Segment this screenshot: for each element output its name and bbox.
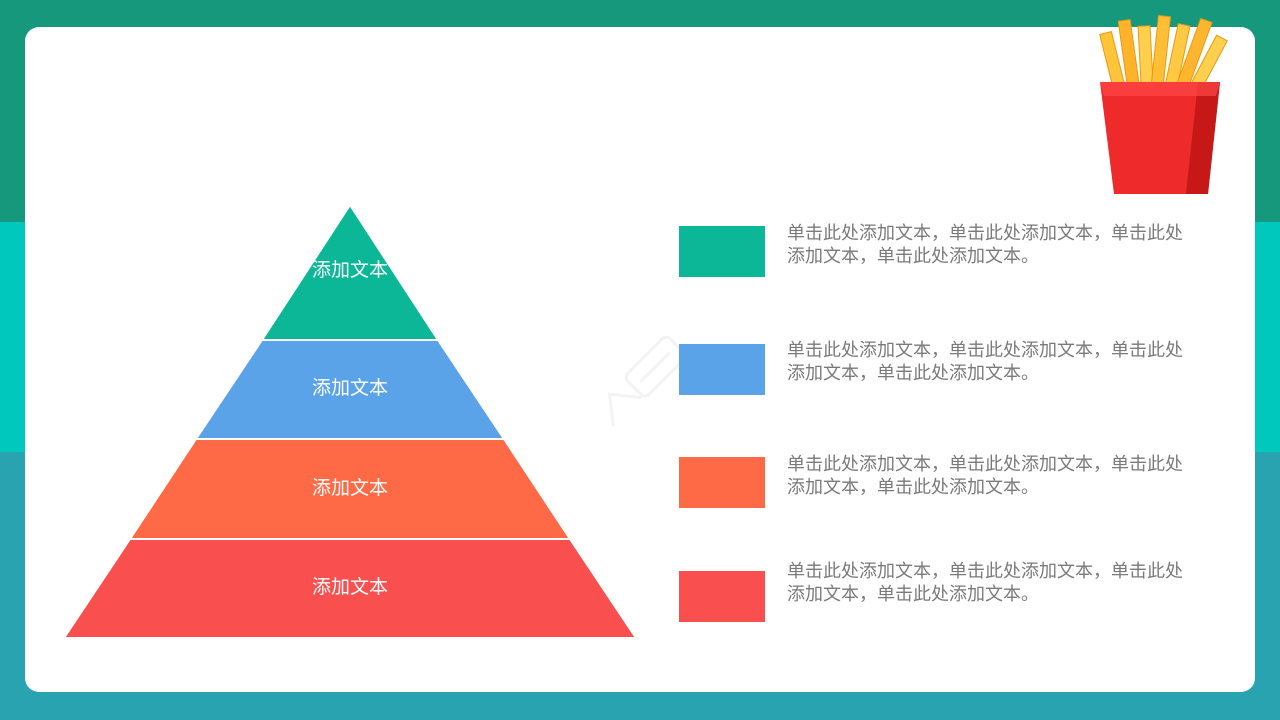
legend-text-3: 单击此处添加文本，单击此处添加文本，单击此处 添加文本，单击此处添加文本。 bbox=[787, 453, 1227, 499]
pyramid-tier-4[interactable] bbox=[62, 538, 638, 639]
pyramid-tier-4-label: 添加文本 bbox=[312, 576, 388, 598]
legend-text-2-line1: 单击此处添加文本，单击此处添加文本，单击此处 bbox=[787, 340, 1183, 361]
legend-text-4-line1: 单击此处添加文本，单击此处添加文本，单击此处 bbox=[787, 561, 1183, 582]
legend-text-2-line2: 添加文本，单击此处添加文本。 bbox=[787, 363, 1039, 384]
legend-text-1: 单击此处添加文本，单击此处添加文本，单击此处 添加文本，单击此处添加文本。 bbox=[787, 222, 1227, 268]
legend-swatch-4 bbox=[679, 571, 765, 622]
pyramid-tier-3-label: 添加文本 bbox=[312, 477, 388, 499]
legend-text-3-line2: 添加文本，单击此处添加文本。 bbox=[787, 477, 1039, 498]
legend-swatch-1 bbox=[679, 226, 765, 277]
pyramid-diagram: 添加文本 添加文本 添加文本 添加文本 bbox=[62, 203, 638, 639]
content-card: 添加文本 添加文本 添加文本 添加文本 单击此处添加文本，单击此处添加文本，单击… bbox=[25, 27, 1255, 692]
legend-text-1-line1: 单击此处添加文本，单击此处添加文本，单击此处 bbox=[787, 223, 1183, 244]
legend-text-4: 单击此处添加文本，单击此处添加文本，单击此处 添加文本，单击此处添加文本。 bbox=[787, 560, 1227, 606]
pyramid-tier-1-label: 添加文本 bbox=[312, 259, 388, 281]
legend-text-1-line2: 添加文本，单击此处添加文本。 bbox=[787, 246, 1039, 267]
pyramid-tier-2-label: 添加文本 bbox=[312, 377, 388, 399]
french-fries-icon bbox=[1099, 15, 1228, 194]
legend-swatch-2 bbox=[679, 344, 765, 395]
legend-text-3-line1: 单击此处添加文本，单击此处添加文本，单击此处 bbox=[787, 454, 1183, 475]
legend-swatch-3 bbox=[679, 457, 765, 508]
legend-text-4-line2: 添加文本，单击此处添加文本。 bbox=[787, 584, 1039, 605]
legend-text-2: 单击此处添加文本，单击此处添加文本，单击此处 添加文本，单击此处添加文本。 bbox=[787, 339, 1227, 385]
pptx-watermark-logo bbox=[607, 335, 687, 427]
